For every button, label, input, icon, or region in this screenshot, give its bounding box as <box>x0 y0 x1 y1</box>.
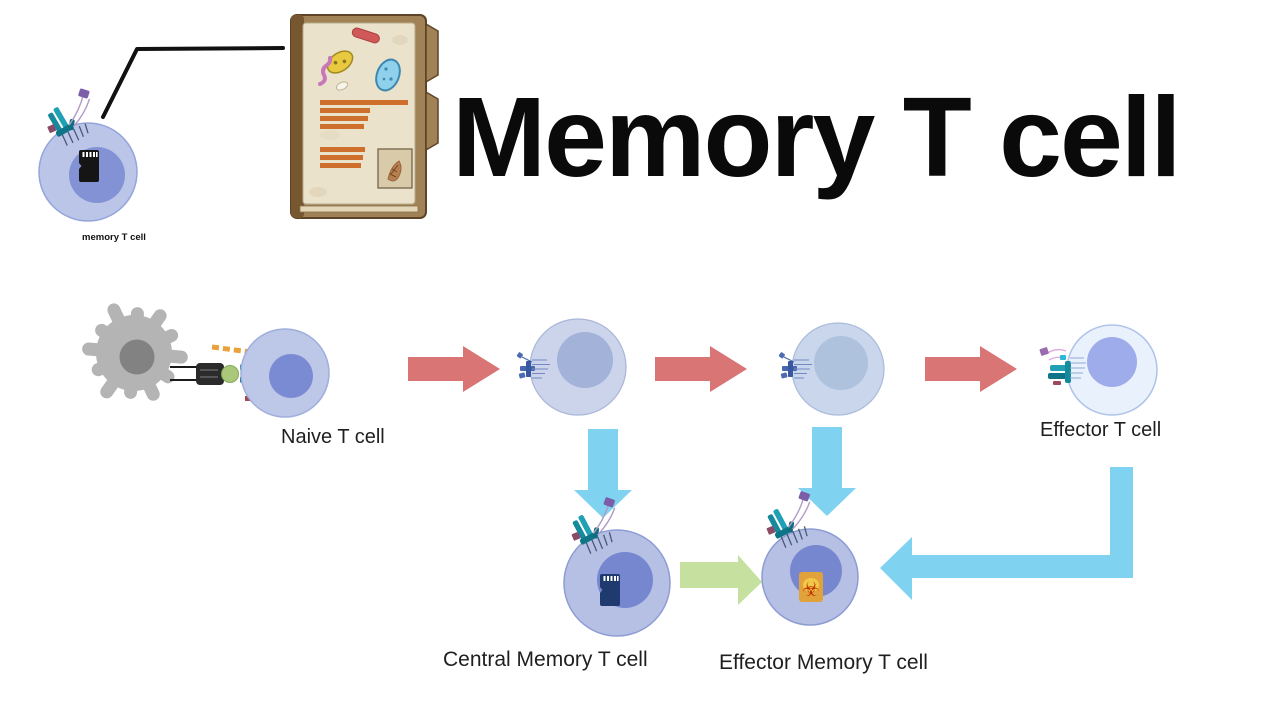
effector-memory-t-cell-label: Effector Memory T cell <box>719 651 928 674</box>
activation-arrow-3 <box>925 346 1017 392</box>
conversion-arrow <box>680 555 762 605</box>
naive-t-cell-label: Naive T cell <box>281 426 385 448</box>
dendritic-nucleus <box>119 339 155 375</box>
central-memory-t-cell-label: Central Memory T cell <box>443 648 648 671</box>
svg-text:☣: ☣ <box>802 577 820 601</box>
record-lines <box>320 100 408 168</box>
legend-cell-label: memory T cell <box>82 232 146 243</box>
mhc-icon <box>196 363 224 385</box>
effector-t-cell-label: Effector T cell <box>1040 419 1162 441</box>
sd-card-icon <box>79 150 99 182</box>
activation-arrow-1 <box>408 346 500 392</box>
antigen-icon <box>221 365 239 383</box>
page-title: Memory T cell <box>452 74 1182 200</box>
differentiation-arrow-central <box>574 429 632 518</box>
effector-memory-t-cell: ☣ <box>761 489 859 626</box>
proliferating-cell-1 <box>515 318 627 416</box>
effector-t-cell <box>1038 324 1158 416</box>
differentiation-arrow-effector-memory <box>798 427 856 516</box>
contraction-arrow <box>880 467 1133 600</box>
fossil-icon <box>377 148 413 189</box>
folder-icon <box>290 14 439 219</box>
memory-t-cell-legend <box>38 86 138 222</box>
central-memory-t-cell <box>563 495 671 637</box>
legend-connector-line <box>101 46 285 119</box>
sd-card-icon <box>600 574 620 606</box>
bacteria-icons <box>318 27 401 92</box>
proliferating-cell-2 <box>777 322 885 416</box>
biohazard-icon: ☣ <box>799 572 823 602</box>
naive-t-cell <box>240 328 330 418</box>
activation-arrow-2 <box>655 346 747 392</box>
dendritic-cell <box>82 303 188 401</box>
